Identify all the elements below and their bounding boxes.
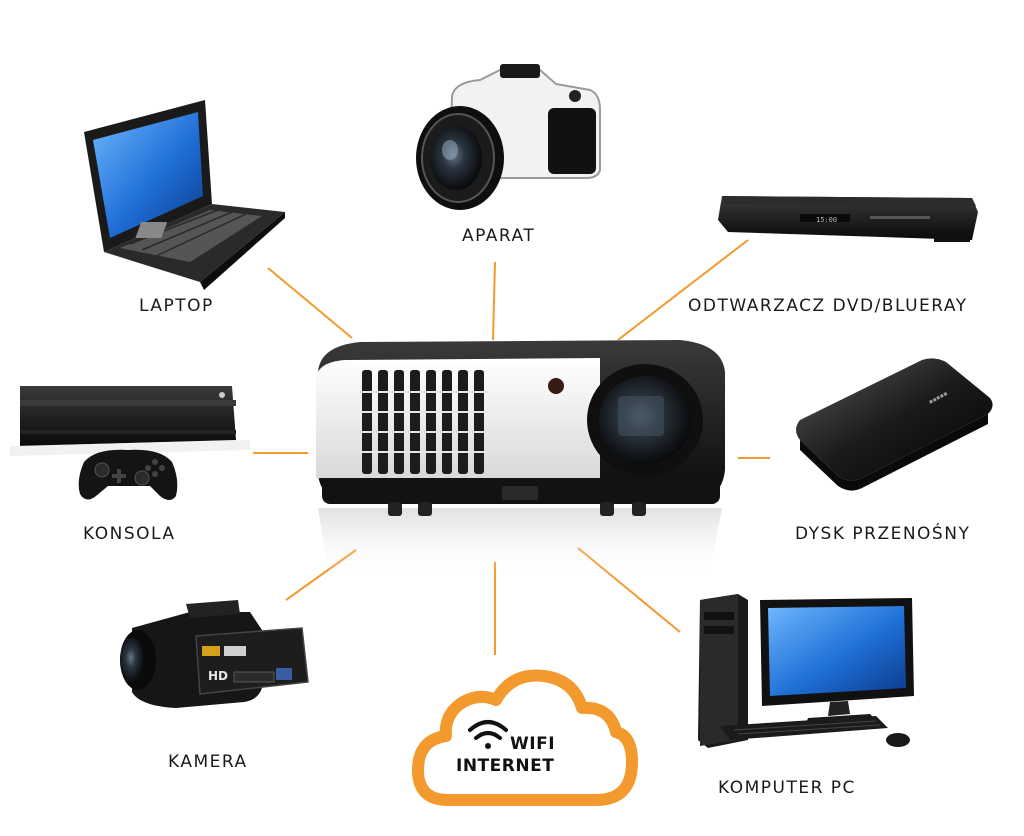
external-drive-icon: ▪▪▪▪▪ [796,358,993,491]
wifi-icon [468,720,508,749]
label-konsola: KONSOLA [83,524,176,544]
connector-dvd [617,239,749,341]
dvd-display-text: 15:00 [816,216,837,224]
label-aparat: APARAT [462,226,536,246]
console-icon [10,386,250,456]
gamepad-icon [78,449,178,500]
desktop-pc-icon [698,594,914,748]
camcorder-icon: HD [120,600,309,708]
cloud-label-internet: INTERNET [456,756,555,776]
label-dvd: ODTWARZACZ DVD/BLUERAY [688,296,968,316]
label-laptop: LAPTOP [139,296,214,316]
connector-laptop [267,267,353,339]
cloud-icon [412,669,638,806]
camcorder-hd-mark: HD [208,669,228,683]
cloud-label-wifi: WIFI [510,734,556,754]
dvd-player-icon: 15:00 [718,196,978,242]
label-komputer: KOMPUTER PC [718,778,856,798]
label-dysk: DYSK PRZENOŚNY [795,524,971,544]
camera-icon [416,64,601,210]
label-kamera: KAMERA [168,752,248,772]
projector-icon [316,340,725,580]
connector-camera [492,261,496,341]
laptop-icon [84,100,285,290]
